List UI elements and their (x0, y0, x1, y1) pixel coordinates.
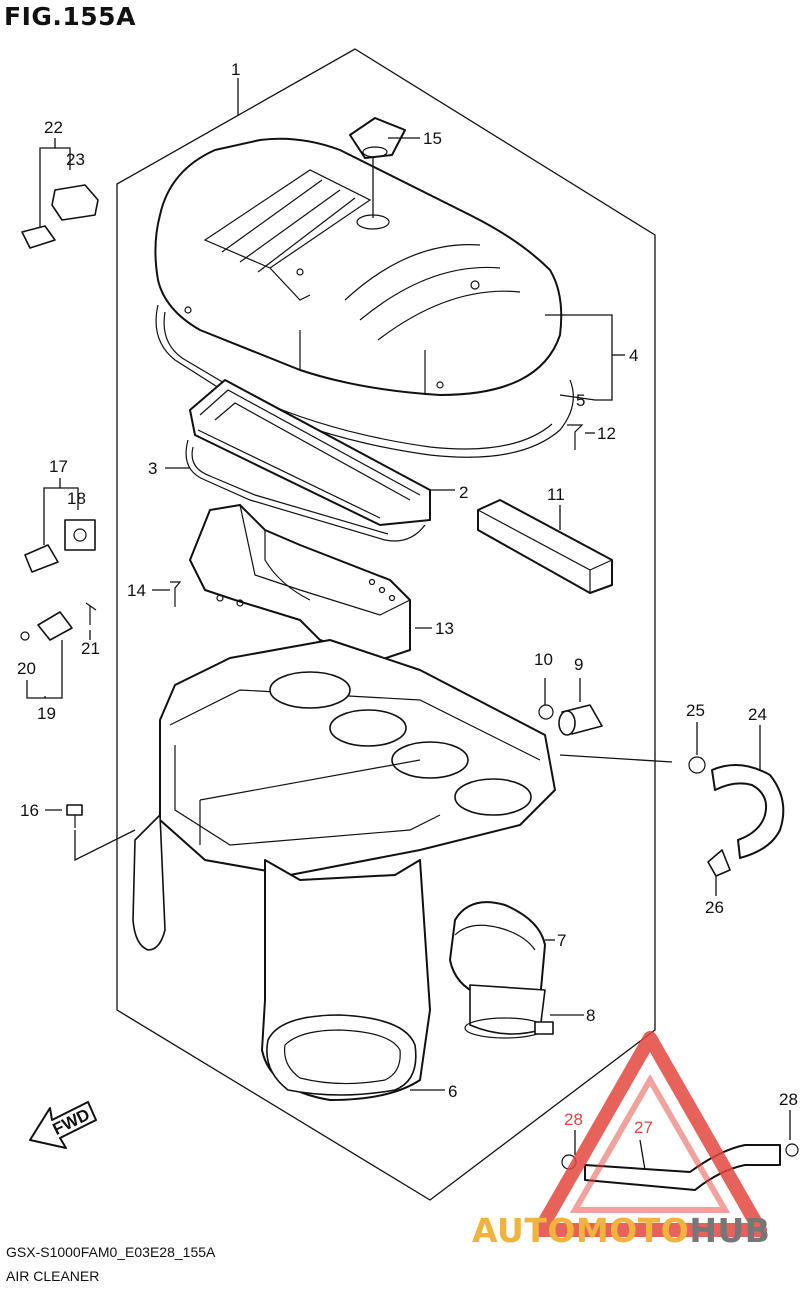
callout-21: 21 (81, 639, 100, 658)
figure-title: FIG.155A (4, 2, 136, 31)
callout-9: 9 (574, 655, 583, 674)
callout-6: 6 (448, 1082, 457, 1101)
callout-8: 8 (586, 1006, 595, 1025)
callout-25: 25 (686, 701, 705, 720)
part-sleeve (558, 704, 603, 736)
part-cap (349, 117, 406, 159)
part-breather-hose (688, 756, 785, 877)
callout-1: 1 (231, 60, 240, 79)
part-upper-case (154, 137, 563, 396)
callout-27: 27 (634, 1118, 653, 1137)
callout-14: 14 (127, 581, 146, 600)
model-code: GSX-S1000FAM0_E03E28_155A (6, 1244, 216, 1260)
callout-26: 26 (705, 898, 724, 917)
callout-2: 2 (459, 483, 468, 502)
callout-24: 24 (748, 705, 767, 724)
callout-3: 3 (148, 459, 157, 478)
callout-5: 5 (576, 391, 585, 410)
part-22-23-clamp (21, 184, 99, 249)
part-clip-10 (538, 704, 554, 720)
leader-lines (26, 78, 791, 1171)
callout-22: 22 (44, 118, 63, 137)
part-seal-ring (155, 304, 574, 458)
assembly-frame (116, 48, 656, 1201)
callout-19: 19 (37, 704, 56, 723)
callout-23: 23 (66, 150, 85, 169)
part-17-18-sensor (24, 519, 96, 573)
callout-10: 10 (534, 650, 553, 669)
callout-16: 16 (20, 801, 39, 820)
part-clamp (464, 1017, 554, 1039)
callout-28-right: 28 (779, 1090, 798, 1109)
section-name: AIR CLEANER (6, 1268, 100, 1284)
callout-12: 12 (597, 424, 616, 443)
callout-20: 20 (17, 659, 36, 678)
callout-labels: 1 2 3 4 5 6 7 8 9 10 11 12 13 14 15 16 1… (17, 60, 798, 1137)
callout-7: 7 (557, 931, 566, 950)
watermark-text-automoto: AUTOMOTOHUB (472, 1211, 770, 1250)
watermark-logo (533, 1031, 767, 1237)
callout-18: 18 (67, 489, 86, 508)
part-19-20-21-fasteners (20, 602, 97, 641)
fwd-arrow-icon: FWD (29, 1101, 97, 1149)
part-lower-case (132, 639, 556, 1101)
part-14-screw (170, 581, 182, 607)
callout-13: 13 (435, 619, 454, 638)
callout-17: 17 (49, 457, 68, 476)
part-funnel (449, 901, 546, 1035)
part-12-screw (567, 424, 584, 450)
callout-4: 4 (629, 346, 638, 365)
callout-28-left: 28 (564, 1110, 583, 1129)
part-intake-duct (189, 504, 411, 661)
part-gasket (185, 439, 426, 542)
part-16-bolt (66, 804, 83, 828)
callout-11: 11 (547, 485, 565, 504)
callout-15: 15 (423, 129, 442, 148)
part-filter-element (189, 379, 431, 526)
